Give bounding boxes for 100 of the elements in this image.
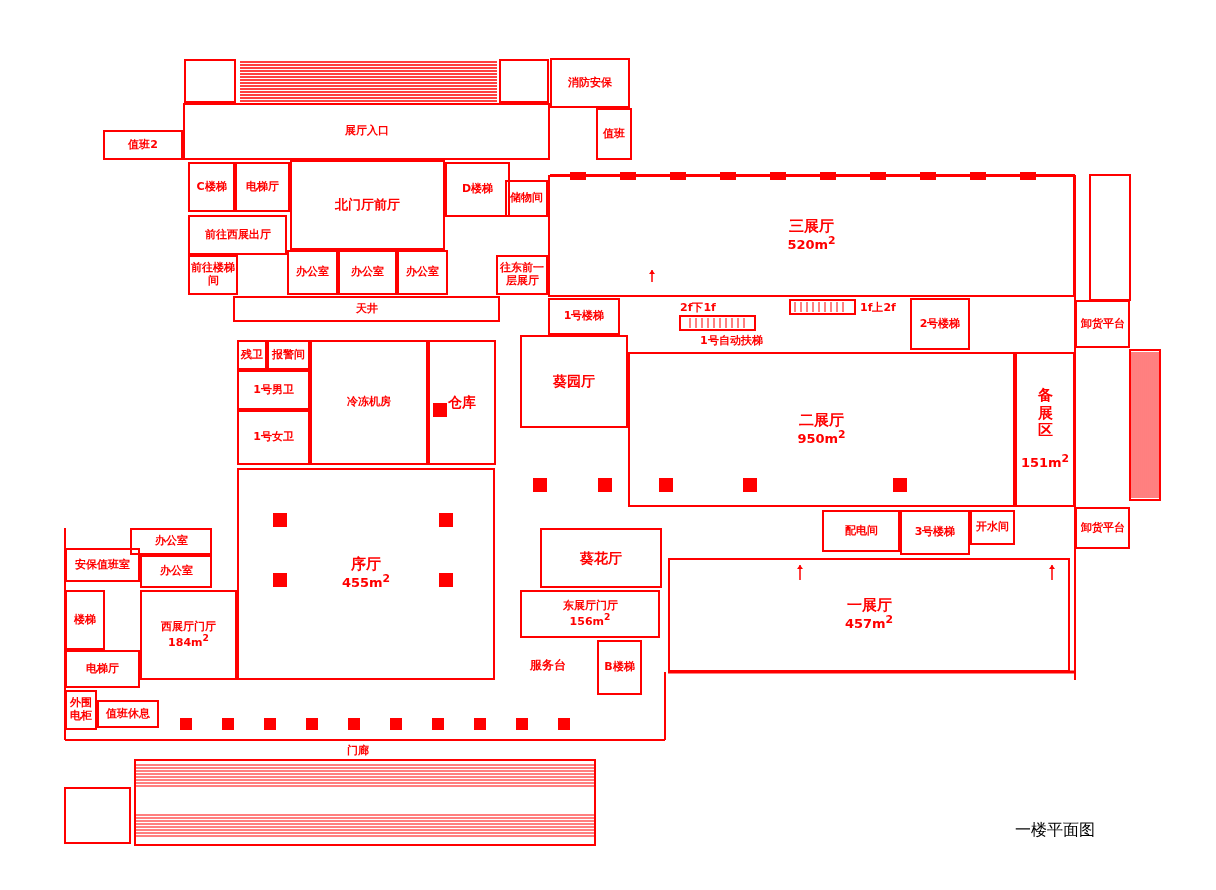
- service-desk-label: 服务台: [530, 657, 566, 674]
- stair-note: 1f上2f: [860, 300, 896, 315]
- room-name: 西展厅门厅: [161, 620, 216, 634]
- room-name: 消防安保: [568, 76, 612, 90]
- room-outline: [233, 296, 500, 322]
- room-outline: [183, 103, 550, 160]
- room-name: 东展厅门厅: [562, 599, 618, 613]
- room-outline: [540, 528, 662, 588]
- room-name: 外围电柜: [69, 697, 93, 723]
- room-name: 安保值班室: [75, 558, 130, 572]
- room-name: 二展厅: [799, 411, 844, 429]
- area-label: 455m$^{2}$: [341, 573, 391, 592]
- room-outline: [597, 640, 642, 695]
- room-name: 葵园厅: [553, 373, 595, 390]
- room-name: B楼梯: [604, 661, 635, 674]
- room-outline: [822, 510, 900, 552]
- room-outline: [548, 298, 620, 335]
- room-outline: [397, 250, 448, 295]
- room-name: 电梯厅: [246, 180, 279, 194]
- room-name: 3号楼梯: [914, 526, 956, 539]
- room-outline: [290, 160, 445, 250]
- room-name: 序厅: [351, 556, 381, 574]
- room-outline: [596, 108, 632, 160]
- room-outline: [428, 340, 496, 465]
- room-outline: [65, 650, 140, 688]
- room-outline: [65, 548, 140, 582]
- room-name: 开水间: [976, 521, 1009, 534]
- room-outline: [550, 58, 630, 108]
- room-name: 卸货平台: [1080, 521, 1125, 535]
- room-name: 值班: [603, 127, 625, 141]
- room-name: D楼梯: [461, 183, 494, 196]
- room-outline: [900, 510, 970, 555]
- room-outline: [548, 175, 1075, 297]
- room-outline: [188, 255, 238, 295]
- room-name: 卸货平台: [1080, 317, 1125, 331]
- area-label: 184m$^{2}$: [168, 633, 209, 650]
- room-name: 储物间: [510, 192, 543, 205]
- room-outline: [520, 335, 628, 428]
- room-name: 办公室: [351, 266, 384, 279]
- room-outline: [130, 528, 212, 555]
- porch-label: 门廊: [347, 743, 369, 758]
- room-outline: [267, 340, 310, 370]
- room-name: 楼梯: [74, 613, 96, 627]
- area-label: 520m$^{2}$: [787, 235, 836, 254]
- room-outline: [97, 700, 159, 728]
- room-name: C楼梯: [196, 180, 227, 194]
- room-name: 往东前一层展厅: [499, 262, 545, 288]
- room-outline: [1075, 507, 1130, 549]
- room-name: 北门厅前厅: [335, 197, 400, 213]
- room-outline: [970, 510, 1015, 545]
- room-name: 前往楼梯间: [191, 262, 235, 288]
- room-outline: [496, 255, 548, 295]
- room-name: 办公室: [159, 565, 193, 578]
- room-name: 报警间: [272, 348, 305, 362]
- room-outline: [65, 690, 97, 730]
- room-name: 2号楼梯: [919, 317, 961, 331]
- room-name: 冷冻机房: [347, 396, 391, 409]
- room-name: 值班2: [128, 138, 158, 152]
- room-name: 一展厅: [846, 597, 892, 615]
- room-name: 1号楼梯: [563, 310, 605, 323]
- room-outline: [505, 180, 548, 217]
- room-outline: [140, 590, 237, 680]
- room-name: 残卫: [241, 348, 263, 362]
- room-name: 仓库: [448, 394, 476, 411]
- room-outline: [235, 162, 290, 212]
- room-outline: [445, 162, 510, 217]
- room-outline: [520, 590, 660, 638]
- room-outline: [103, 130, 183, 160]
- room-name: 前往西展出厅: [204, 228, 271, 242]
- room-outline: [668, 558, 1070, 672]
- room-name: 办公室: [406, 266, 439, 279]
- room-name: 展厅入口: [344, 125, 389, 138]
- room-name: 葵花厅: [580, 549, 622, 567]
- room-name: 天井: [355, 302, 378, 316]
- room-outline: [310, 340, 428, 465]
- area-label: 156m$^{2}$: [569, 612, 611, 629]
- room-outline: [910, 298, 970, 350]
- room-outline: [140, 555, 212, 588]
- room-outline: [237, 340, 267, 370]
- room-name: 办公室: [154, 535, 188, 548]
- room-name: 配电间: [844, 524, 878, 538]
- room-outline: [65, 590, 105, 650]
- room-name: 备展区: [1037, 387, 1053, 440]
- room-outline: [287, 250, 338, 295]
- room-name: 三展厅: [789, 218, 834, 236]
- room-outline: [1075, 300, 1130, 348]
- room-name: 值班休息: [106, 707, 150, 721]
- room-outline: [1015, 352, 1075, 507]
- area-label: 950m$^{2}$: [797, 429, 846, 448]
- room-outline: [237, 468, 495, 680]
- room-name: 电梯厅: [86, 662, 119, 676]
- room-name: 办公室: [296, 266, 329, 279]
- room-outline: [628, 352, 1015, 507]
- area-label: 457m$^{2}$: [844, 614, 894, 633]
- caption: 一楼平面图: [1015, 820, 1095, 841]
- room-outline: [237, 370, 310, 410]
- room-outline: [188, 215, 287, 255]
- room-name: 1号男卫: [253, 383, 294, 397]
- room-outline: [237, 410, 310, 465]
- room-name: 1号女卫: [253, 431, 294, 444]
